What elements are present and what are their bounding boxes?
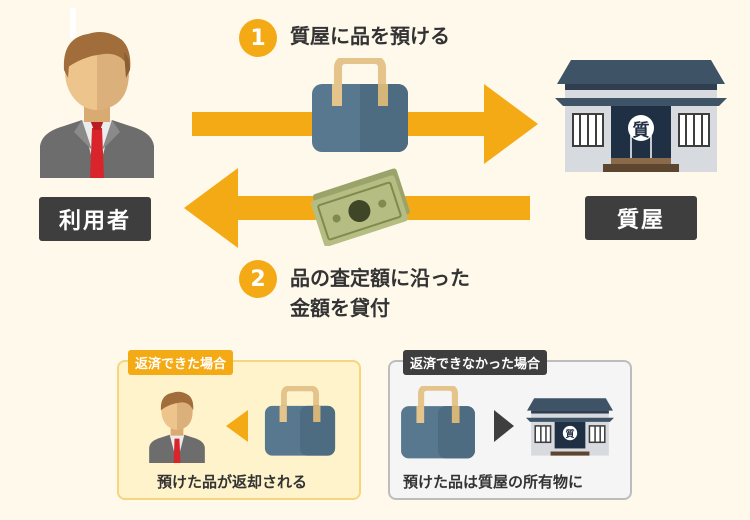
triangle-right-icon <box>494 410 514 442</box>
pawnshop-sign-char: 質 <box>632 121 650 141</box>
user-person-small-icon <box>149 391 205 464</box>
repaid-caption: 預けた品が返却される <box>157 473 308 491</box>
pawnshop-label: 質屋 <box>585 196 697 240</box>
step-1-number: 1 <box>239 19 277 57</box>
step-2-number: 2 <box>239 260 277 298</box>
step-2-text-line1: 品の査定額に沿った <box>290 266 470 290</box>
user-person-icon <box>40 8 154 178</box>
step-2-text-line2: 金額を貸付 <box>290 296 390 320</box>
user-label: 利用者 <box>39 197 151 241</box>
pawnshop-small-icon <box>526 398 614 456</box>
pawnshop-building-icon <box>555 60 727 172</box>
repaid-tag: 返済できた場合 <box>128 350 234 375</box>
not-repaid-caption: 預けた品は質屋の所有物に <box>403 473 584 491</box>
pawnshop-small-sign-char: 質 <box>565 430 575 440</box>
bag-small-icon-2 <box>401 386 475 459</box>
money-bills-icon <box>310 168 410 246</box>
step-1-text: 質屋に品を預ける <box>290 24 450 48</box>
triangle-left-icon <box>226 410 248 442</box>
bag-small-icon <box>264 386 336 456</box>
bag-icon <box>312 58 408 152</box>
not-repaid-tag: 返済できなかった場合 <box>403 350 548 375</box>
